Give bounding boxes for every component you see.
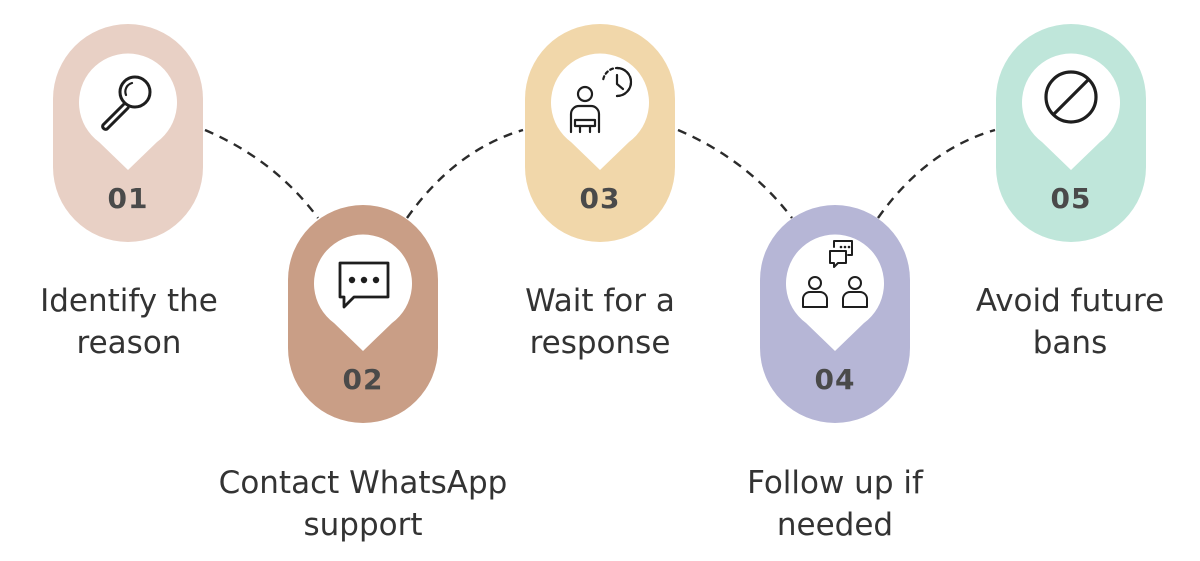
- step-2-label-line-1: Contact WhatsApp: [218, 465, 508, 501]
- step-1-number: 01: [107, 182, 149, 215]
- step-3-label-line-1: Wait for a: [525, 283, 675, 319]
- step-2-pin: [314, 229, 412, 351]
- connector-4-5: [877, 128, 996, 219]
- step-5-pin: [1022, 48, 1120, 170]
- step-1-pin: [79, 48, 177, 170]
- prohibited-icon: [1044, 70, 1098, 124]
- step-2-number: 02: [342, 363, 384, 396]
- step-3-label: Wait for a response: [470, 280, 730, 364]
- magnifier-icon: [101, 75, 152, 131]
- person-clock-icon: [569, 66, 633, 134]
- step-4-pin: [786, 229, 884, 351]
- step-4-label-line-2: needed: [776, 507, 894, 543]
- step-3-label-line-2: response: [529, 325, 671, 361]
- step-4-card: 04: [760, 205, 910, 423]
- connector-2-3: [406, 128, 524, 219]
- people-conversation-icon: [802, 240, 868, 308]
- connector-3-4: [677, 128, 793, 219]
- step-3-number: 03: [579, 182, 621, 215]
- step-1-label-line-2: reason: [76, 325, 182, 361]
- step-5-label: Avoid future bans: [940, 280, 1200, 364]
- step-3-card: 03: [525, 24, 675, 242]
- step-2-label-line-2: support: [303, 507, 423, 543]
- step-4-label: Follow up if needed: [705, 462, 965, 546]
- step-5-card: 05: [996, 24, 1146, 242]
- step-1-card: 01: [53, 24, 203, 242]
- step-5-label-line-1: Avoid future: [975, 283, 1165, 319]
- step-2-card: 02: [288, 205, 438, 423]
- chat-bubble-icon: [338, 261, 390, 309]
- step-5-number: 05: [1050, 182, 1092, 215]
- step-5-label-line-2: bans: [1032, 325, 1108, 361]
- connector-1-2: [204, 128, 319, 219]
- step-3-pin: [551, 48, 649, 170]
- step-1-label: Identify the reason: [0, 280, 258, 364]
- step-4-label-line-1: Follow up if: [747, 465, 923, 501]
- step-2-label: Contact WhatsApp support: [163, 462, 563, 546]
- step-4-number: 04: [814, 363, 856, 396]
- step-1-label-line-1: Identify the: [40, 283, 218, 319]
